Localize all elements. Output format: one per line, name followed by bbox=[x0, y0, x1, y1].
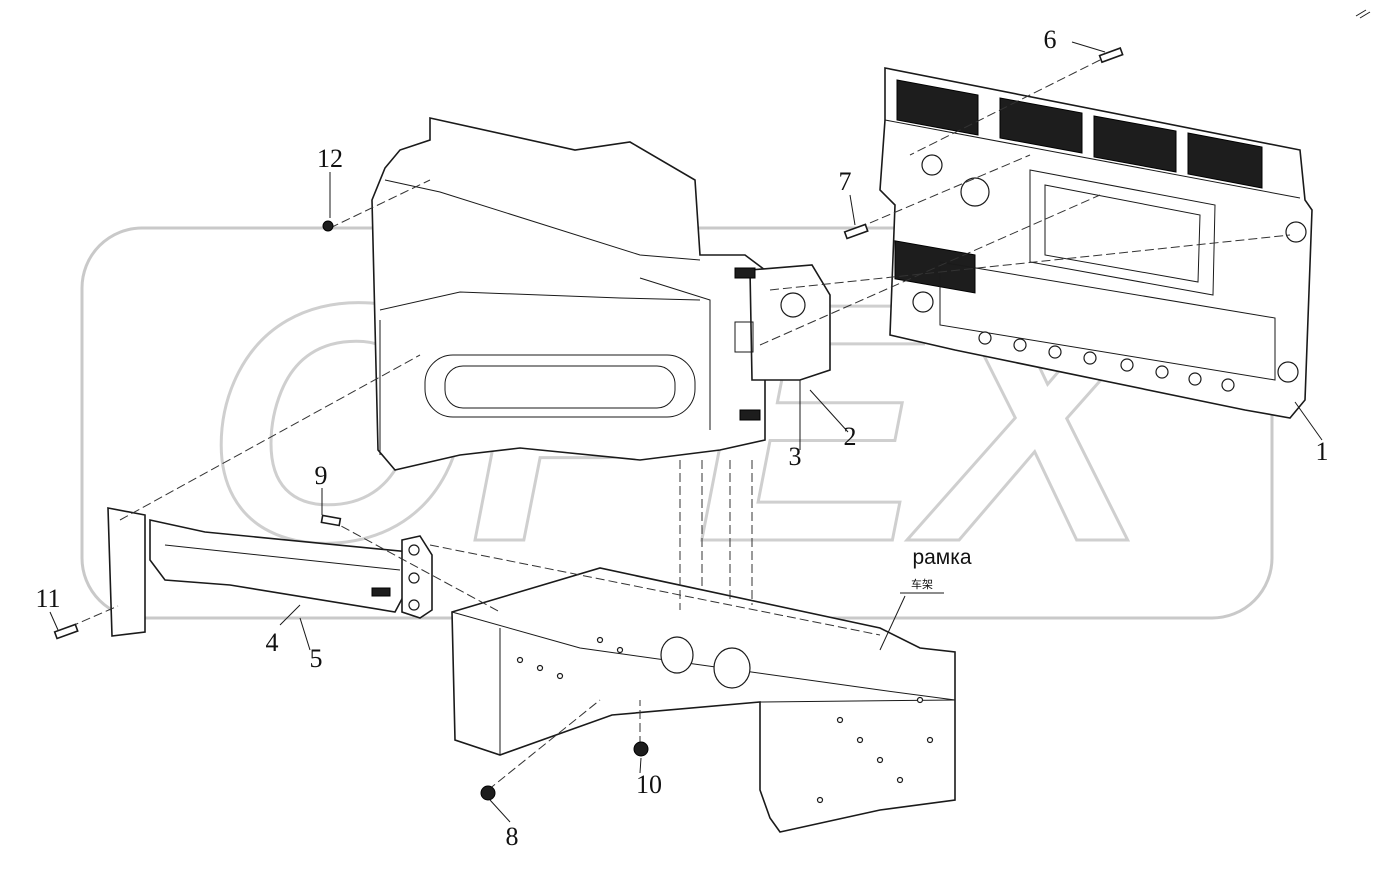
callout-9: 9 bbox=[315, 461, 328, 490]
bolt-7-icon bbox=[843, 223, 869, 240]
step-assembly bbox=[371, 117, 831, 471]
callout-3: 3 bbox=[789, 442, 802, 471]
callout-12: 12 bbox=[317, 144, 343, 173]
alignment-lines bbox=[57, 59, 1291, 791]
callout-7: 7 bbox=[839, 167, 852, 196]
corner-mark-icon bbox=[1355, 9, 1371, 19]
frame-label-ru: рамка bbox=[912, 546, 971, 569]
frame-label: рамка 车架 bbox=[900, 546, 972, 594]
callout-5: 5 bbox=[310, 644, 323, 673]
fasteners bbox=[53, 47, 1124, 801]
bolt-9-icon bbox=[320, 514, 342, 527]
frame-holes bbox=[516, 636, 934, 804]
support-bracket bbox=[107, 507, 433, 637]
frame-label-cn: 车架 bbox=[911, 577, 933, 591]
nut-8-icon bbox=[480, 785, 496, 801]
callout-4: 4 bbox=[266, 628, 279, 657]
callout-11: 11 bbox=[35, 584, 60, 613]
nut-12-icon bbox=[322, 220, 334, 232]
callout-labels: 6 7 12 1 2 3 9 11 4 5 10 8 bbox=[35, 25, 1328, 851]
grille-panel bbox=[879, 67, 1313, 419]
bolt-11-icon bbox=[53, 623, 79, 640]
callout-10: 10 bbox=[636, 770, 662, 799]
grille-bottom-louvres bbox=[978, 331, 1235, 392]
callout-1: 1 bbox=[1316, 437, 1329, 466]
callout-8: 8 bbox=[506, 822, 519, 851]
vehicle-frame bbox=[451, 567, 956, 833]
leader-lines bbox=[49, 41, 1323, 823]
nut-10-icon bbox=[633, 741, 649, 757]
callout-2: 2 bbox=[844, 422, 857, 451]
grille-slot bbox=[894, 240, 976, 294]
bolt-6-icon bbox=[1098, 47, 1124, 64]
callout-6: 6 bbox=[1044, 25, 1057, 54]
